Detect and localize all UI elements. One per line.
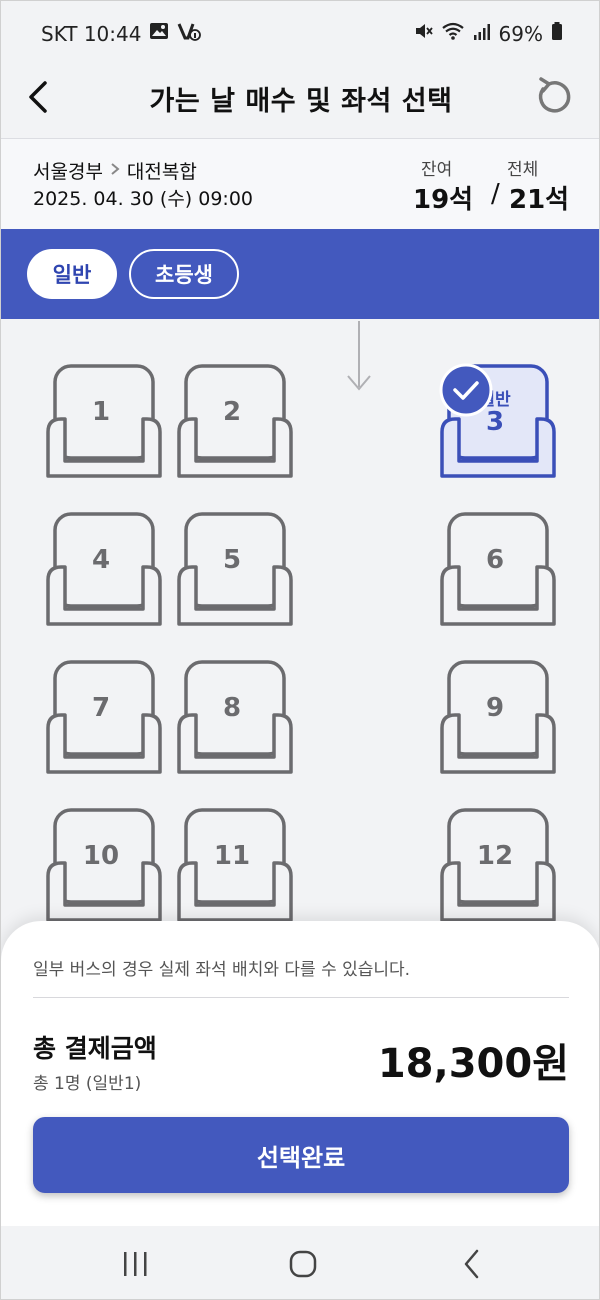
- seat-8[interactable]: 8: [176, 659, 294, 779]
- seat-number: 2: [222, 397, 242, 427]
- seat-7[interactable]: 7: [45, 659, 163, 779]
- seat-number: 1: [91, 397, 111, 427]
- seat-number: 6: [485, 545, 505, 575]
- departure-terminal: 서울경부: [33, 161, 103, 183]
- remaining-label: 잔여: [421, 160, 453, 180]
- seat-icon: [177, 808, 293, 922]
- recent-apps-button[interactable]: [115, 1246, 155, 1282]
- gallery-icon: [149, 21, 169, 46]
- signal-icon: [473, 22, 491, 46]
- status-left: SKT 10:44: [41, 21, 202, 46]
- seat-icon: [440, 660, 556, 774]
- confirm-selection-button[interactable]: 선택완료: [33, 1117, 569, 1193]
- seat-number: 4: [91, 545, 111, 575]
- route-line: 서울경부 대전복합: [33, 157, 197, 184]
- seat-icon: [440, 512, 556, 626]
- seat-map: 1 2 일반 3 4: [1, 319, 599, 979]
- total-label: 전체: [507, 160, 539, 180]
- page-title: 가는 날 매수 및 좌석 선택: [149, 86, 453, 117]
- chevron-right-icon: [109, 160, 121, 181]
- home-button[interactable]: [283, 1246, 323, 1282]
- volte-icon: [177, 21, 202, 46]
- seat-number: 9: [485, 693, 505, 723]
- tab-elementary[interactable]: 초등생: [129, 249, 239, 299]
- arrival-terminal: 대전복합: [126, 161, 197, 183]
- total-seats: 21석: [509, 185, 570, 215]
- check-icon: [439, 363, 493, 417]
- seat-2[interactable]: 2: [176, 363, 294, 483]
- route-info: 서울경부 대전복합 2025. 04. 30 (수) 09:00 잔여 19석 …: [1, 139, 599, 229]
- seat-3-selected[interactable]: 일반 3: [439, 363, 557, 483]
- total-amount: 18,300원: [377, 1041, 569, 1087]
- seat-number: 11: [213, 841, 251, 871]
- refresh-icon: [538, 77, 571, 113]
- seat-icon: [46, 364, 162, 478]
- seat-icon: [46, 660, 162, 774]
- seat-icon: [46, 512, 162, 626]
- seat-icon: [177, 512, 293, 626]
- seat-icon: [177, 660, 293, 774]
- divider: [33, 997, 569, 998]
- seat-number: 10: [82, 841, 120, 871]
- seat-number: 12: [476, 841, 514, 871]
- recent-apps-icon: [124, 1252, 147, 1276]
- seat-12[interactable]: 12: [439, 807, 557, 927]
- departure-datetime: 2025. 04. 30 (수) 09:00: [33, 188, 254, 210]
- status-bar: SKT 10:44 69%: [1, 1, 599, 63]
- wifi-icon: [441, 21, 465, 46]
- remaining-seats: 19석: [413, 185, 474, 215]
- seat-icon: [440, 808, 556, 922]
- home-icon: [289, 1250, 317, 1278]
- seat-icon: [177, 364, 293, 478]
- seat-4[interactable]: 4: [45, 511, 163, 631]
- back-button[interactable]: [17, 75, 61, 119]
- seat-icon: [46, 808, 162, 922]
- back-arrow-icon: [464, 1249, 479, 1279]
- passenger-summary: 총 1명 (일반1): [33, 1074, 142, 1094]
- battery-percent: 69%: [498, 21, 543, 46]
- seat-number: 8: [222, 693, 242, 723]
- seat-layout-notice: 일부 버스의 경우 실제 좌석 배치와 다를 수 있습니다.: [33, 960, 411, 980]
- count-separator: /: [491, 179, 500, 209]
- status-right: 69%: [413, 21, 563, 46]
- arrow-down-icon: [347, 321, 371, 391]
- carrier-time: SKT 10:44: [41, 21, 142, 46]
- seat-number: 7: [91, 693, 111, 723]
- tab-general[interactable]: 일반: [27, 249, 117, 299]
- seat-number: 3: [485, 407, 505, 437]
- mute-icon: [413, 21, 433, 46]
- top-app-bar: 가는 날 매수 및 좌석 선택: [1, 63, 599, 139]
- chevron-left-icon: [29, 81, 47, 113]
- seat-11[interactable]: 11: [176, 807, 294, 927]
- nav-back-button[interactable]: [453, 1246, 493, 1282]
- seat-6[interactable]: 6: [439, 511, 557, 631]
- system-nav-bar: [1, 1226, 599, 1299]
- seat-count: 잔여 19석 / 전체 21석: [413, 151, 571, 221]
- payment-summary-sheet: 일부 버스의 경우 실제 좌석 배치와 다를 수 있습니다. 총 결제금액 총 …: [1, 921, 599, 1226]
- seat-10[interactable]: 10: [45, 807, 163, 927]
- seat-number: 5: [222, 545, 242, 575]
- seat-5[interactable]: 5: [176, 511, 294, 631]
- battery-icon: [551, 21, 563, 46]
- refresh-button[interactable]: [531, 73, 571, 117]
- total-payment-label: 총 결제금액: [33, 1034, 157, 1063]
- seat-9[interactable]: 9: [439, 659, 557, 779]
- seat-1[interactable]: 1: [45, 363, 163, 483]
- passenger-type-tabs: 일반 초등생: [1, 229, 599, 319]
